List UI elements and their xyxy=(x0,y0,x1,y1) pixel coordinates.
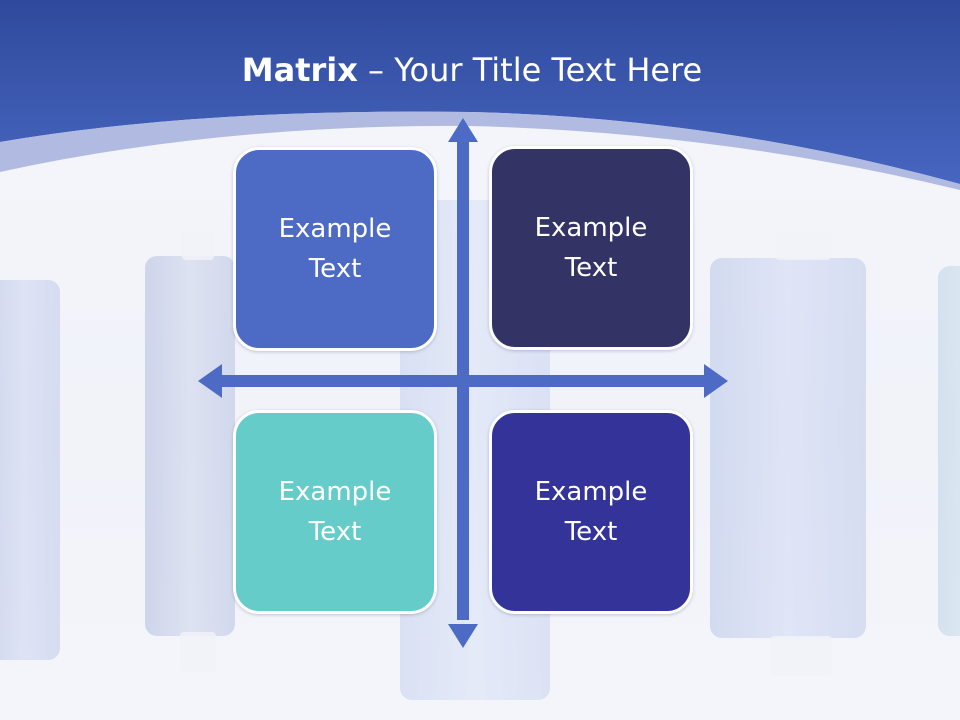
matrix-box-top-right: Example Text xyxy=(489,146,693,350)
spool-left-base xyxy=(180,632,216,672)
spool-right xyxy=(710,258,866,638)
spool-left xyxy=(145,256,235,636)
matrix-box-bottom-left-text: Example Text xyxy=(278,477,392,547)
left-arrow-head xyxy=(198,364,222,398)
horizontal-axis xyxy=(220,375,710,387)
matrix-box-bottom-left: Example Text xyxy=(233,410,437,614)
matrix-box-top-right-text: Example Text xyxy=(534,213,648,283)
spool-left-cap xyxy=(182,232,214,260)
matrix-box-bottom-right-text: Example Text xyxy=(534,477,648,547)
right-arrow-head xyxy=(704,364,728,398)
matrix-box-top-left: Example Text xyxy=(233,147,437,351)
matrix-box-bottom-right: Example Text xyxy=(489,410,693,614)
spool-right-cap xyxy=(775,232,831,260)
spool-right-base xyxy=(770,636,832,676)
page-title: Matrix – Your Title Text Here xyxy=(0,48,944,92)
spool-far-left xyxy=(0,280,60,660)
spool-far-right xyxy=(938,266,960,636)
matrix-box-top-left-text: Example Text xyxy=(278,214,392,284)
title-rest: – Your Title Text Here xyxy=(357,51,703,89)
header-band xyxy=(0,0,960,190)
title-bold: Matrix xyxy=(241,51,358,89)
up-arrow-head xyxy=(448,118,478,142)
down-arrow-head xyxy=(448,624,478,648)
